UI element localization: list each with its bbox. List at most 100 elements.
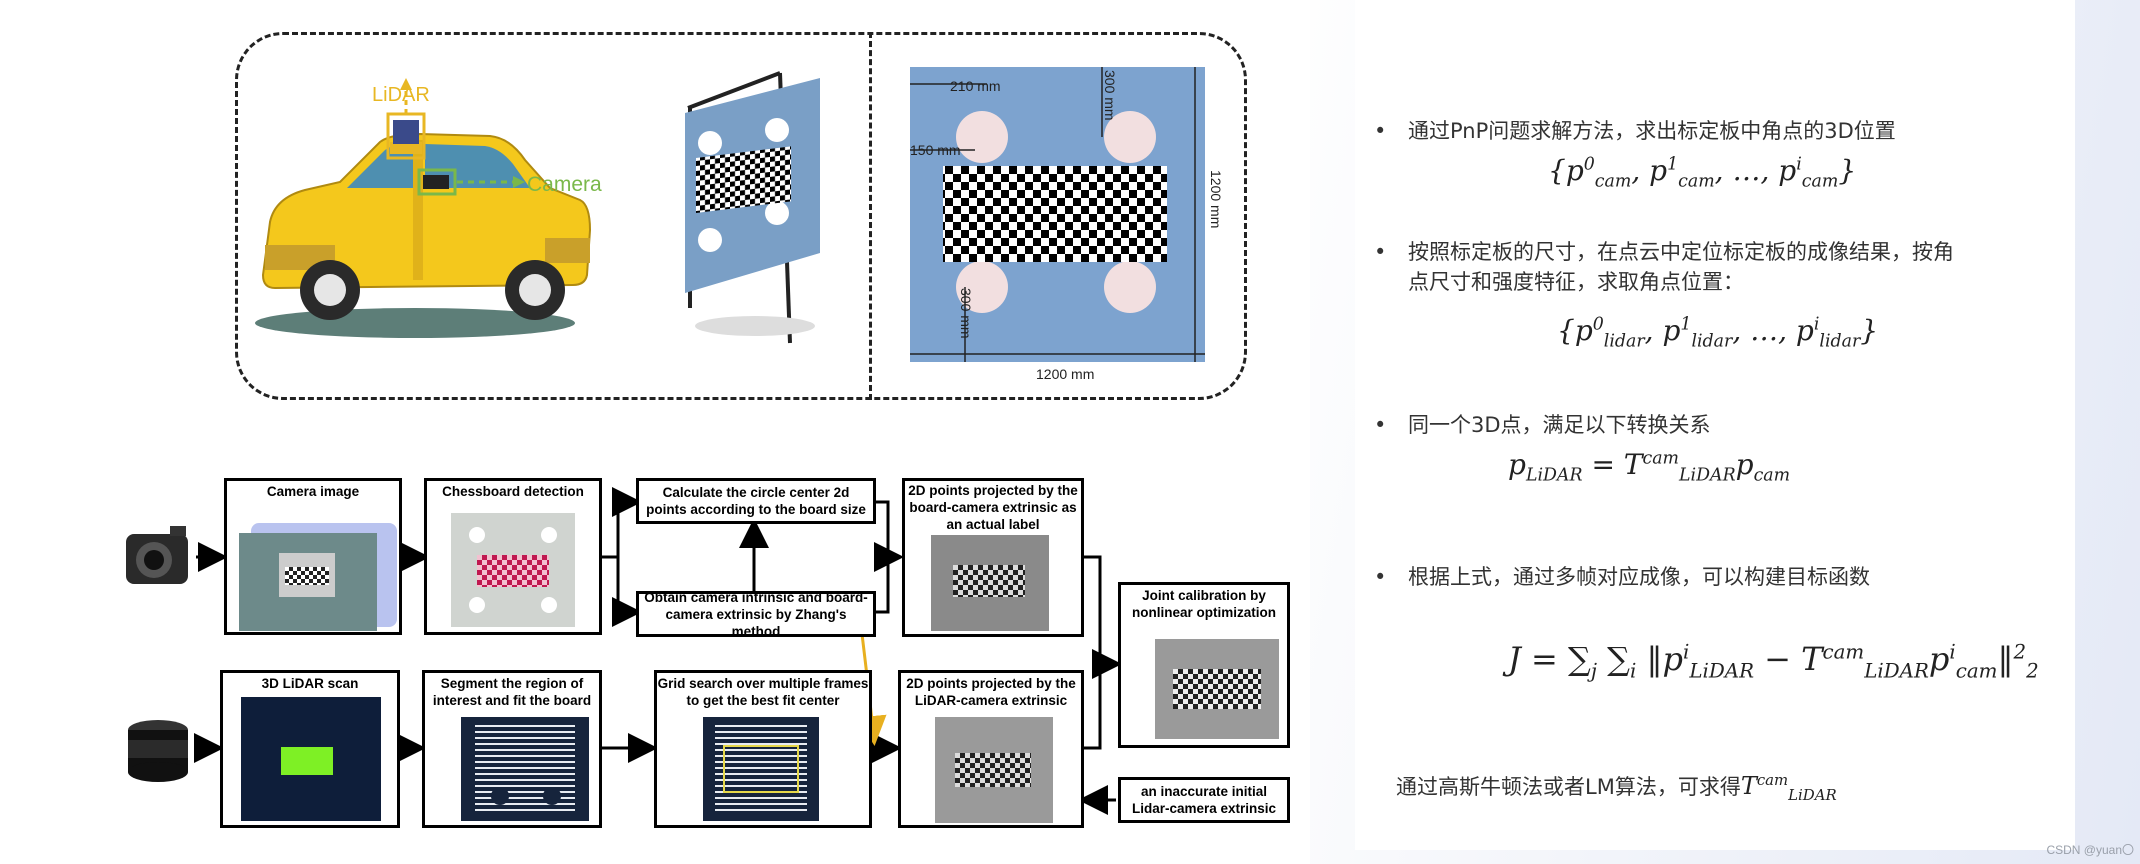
calibration-board-stand	[685, 71, 820, 344]
lidar-board-points	[281, 747, 333, 775]
lidar-label: LiDAR	[372, 84, 430, 106]
bullet-objective: • 根据上式，通过多帧对应成像，可以构建目标函数	[1374, 562, 1870, 592]
stand-shadow	[695, 316, 815, 336]
board-checkerboard	[696, 146, 791, 214]
zhang-method-box: Obtain camera intrinsic and board-camera…	[636, 590, 876, 639]
bullet-lidar-line1: 按照标定板的尺寸，在点云中定位标定板的成像结果，按角	[1408, 240, 1954, 264]
segment-hole	[543, 787, 561, 805]
chessboard-detection-title: Chessboard detection	[442, 484, 584, 499]
conclusion-line: 通过高斯牛顿法或者LM算法，可求得TcamLiDAR	[1396, 765, 1837, 810]
segment-title: Segment the region of interest and fit t…	[432, 676, 592, 708]
board-circle	[956, 261, 1008, 313]
chessboard-detection-box: Chessboard detection	[424, 478, 602, 635]
flow-connectors	[194, 487, 1122, 815]
bullet-transform-text: 同一个3D点，满足以下转换关系	[1408, 413, 1711, 437]
dim-1200-right: 1200 mm	[1208, 170, 1224, 229]
lidar-icon	[128, 720, 188, 782]
projected-lidar-title: 2D points projected by the LiDAR-camera …	[906, 676, 1076, 708]
conclusion-text: 通过高斯牛顿法或者LM算法，可求得	[1396, 775, 1741, 799]
segment-hole	[491, 787, 509, 805]
lidar-device	[393, 120, 419, 144]
bullet-lidar: • 按照标定板的尺寸，在点云中定位标定板的成像结果，按角 点尺寸和强度特征，求取…	[1374, 237, 1954, 297]
projected-board-title: 2D points projected by the board-camera …	[908, 483, 1078, 532]
photo-circle	[541, 597, 557, 613]
taxi-illustration	[255, 78, 592, 338]
roof-rack	[390, 142, 422, 154]
lidar-scan-title: 3D LiDAR scan	[261, 676, 359, 691]
lidar-scan-image	[241, 697, 381, 821]
circle-center-box: Calculate the circle center 2d points ac…	[636, 478, 876, 524]
car-pillar	[413, 140, 423, 280]
formula-pcam-set: {p0cam, p1cam, …, picam}	[1548, 154, 1857, 192]
joint-calibration-title: Joint calibration by nonlinear optimizat…	[1132, 588, 1276, 620]
bullet-transform: • 同一个3D点，满足以下转换关系	[1374, 410, 1711, 440]
board-circle	[765, 118, 789, 142]
camera-icon	[126, 526, 188, 584]
photo-circle	[469, 527, 485, 543]
dim-1200-bottom: 1200 mm	[1036, 366, 1095, 382]
formula-plidar-set: {p0lidar, p1lidar, …, pilidar}	[1557, 314, 1879, 352]
bullet-pnp-text: 通过PnP问题求解方法，求出标定板中角点的3D位置	[1408, 119, 1896, 143]
joint-checker	[1173, 669, 1261, 709]
board-checkerboard	[943, 166, 1167, 262]
scene-frame	[235, 32, 1247, 400]
bullet-dot: •	[1374, 119, 1387, 143]
bullet-dot: •	[1374, 413, 1387, 437]
lidar-arrowhead	[400, 78, 412, 90]
board-circle	[698, 131, 722, 155]
formula-transform: pLiDAR = TcamLiDARpcam	[1508, 448, 1791, 486]
grid-fit-box	[723, 745, 799, 793]
projected-lidar-box: 2D points projected by the LiDAR-camera …	[898, 670, 1084, 828]
projected-lidar-photo	[935, 717, 1053, 823]
camera-label: Camera	[527, 173, 602, 196]
projected-lidar-checker	[955, 753, 1031, 787]
camera-photo	[239, 533, 377, 631]
bullet-dot: •	[1374, 240, 1387, 264]
detection-photo	[451, 513, 575, 627]
front-hub	[314, 274, 346, 306]
scene-divider	[869, 32, 872, 400]
projected-checker	[953, 565, 1025, 597]
dim-210: 210 mm	[950, 78, 1001, 94]
dim-300-bottom: 300 mm	[958, 288, 974, 339]
photo-circle	[541, 527, 557, 543]
board-circle	[1104, 261, 1156, 313]
segment-image	[461, 717, 589, 821]
formula-objective: J = ∑j ∑i ‖piLiDAR − TcamLiDARpicam‖22	[1508, 640, 2039, 683]
dim-300-top: 300 mm	[1102, 70, 1118, 121]
board-dimension-drawing	[910, 67, 1205, 362]
stand-bar-top	[687, 71, 781, 110]
watermark-credit: CSDN @yuan〇	[2046, 843, 2134, 857]
camera-arrowhead	[513, 176, 525, 188]
bullet-lidar-line2: 点尺寸和强度特征，求取角点位置：	[1408, 270, 1744, 294]
bullet-pnp: • 通过PnP问题求解方法，求出标定板中角点的3D位置	[1374, 116, 1896, 146]
inaccurate-extrinsic-box: an inaccurate initial Lidar-camera extri…	[1118, 777, 1290, 823]
grid-search-box: Grid search over multiple frames to get …	[654, 670, 872, 828]
lidar-scan-box: 3D LiDAR scan	[220, 670, 400, 828]
right-panel	[1355, 0, 2075, 850]
grid-search-title: Grid search over multiple frames to get …	[657, 676, 869, 708]
rear-hub	[519, 274, 551, 306]
camera-image-title: Camera image	[266, 484, 360, 499]
car-window-rear	[425, 144, 530, 188]
board-circle	[698, 228, 722, 252]
joint-photo	[1155, 639, 1279, 739]
car-window-front	[347, 144, 413, 188]
grid-points	[715, 725, 807, 811]
joint-calibration-box: Joint calibration by nonlinear optimizat…	[1118, 582, 1290, 748]
projected-board-photo	[931, 535, 1049, 631]
detected-checker	[477, 555, 549, 587]
formula-result: TcamLiDAR	[1740, 771, 1837, 804]
camera-image-box: Camera image	[224, 478, 402, 635]
board-circle	[1104, 111, 1156, 163]
segment-box: Segment the region of interest and fit t…	[422, 670, 602, 828]
bullet-dot: •	[1374, 565, 1387, 589]
bullet-objective-text: 根据上式，通过多帧对应成像，可以构建目标函数	[1408, 565, 1870, 589]
grid-search-image	[703, 717, 819, 821]
board-circle	[765, 201, 789, 225]
camera-device	[423, 175, 449, 189]
car-bumper-rear	[545, 238, 590, 263]
projected-board-box: 2D points projected by the board-camera …	[902, 478, 1084, 637]
photo-checker	[285, 567, 329, 585]
dim-150: 150 mm	[910, 142, 961, 158]
